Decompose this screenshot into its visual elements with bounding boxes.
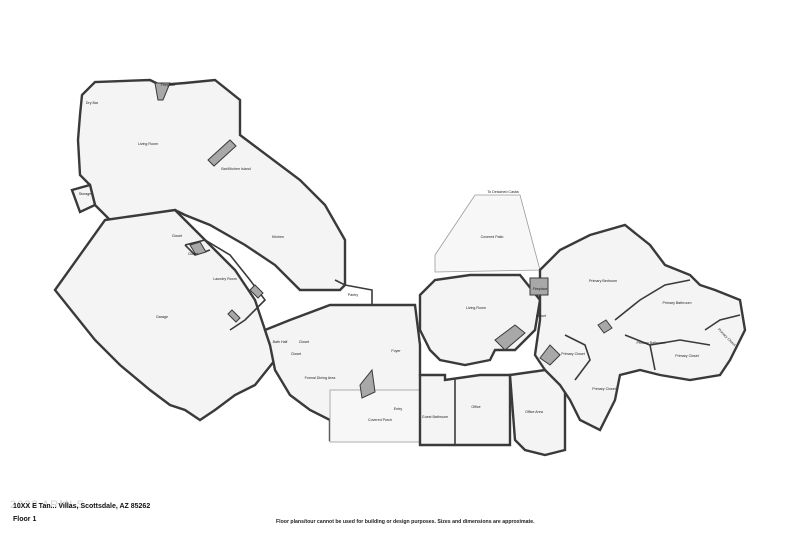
- label-living-room-1: Living Room: [138, 142, 158, 146]
- guest-bath-office-outline: [418, 373, 512, 447]
- primary-closet-wall-4: [624, 334, 711, 346]
- label-kitchen-island: Bar/Kitchen Island: [221, 167, 250, 171]
- primary-bath-counter: [597, 319, 613, 334]
- label-pantry: Pantry: [348, 293, 359, 297]
- garage-outline: [53, 208, 277, 422]
- label-storage: Storage: [79, 192, 92, 196]
- label-closet-3: Closet: [299, 340, 309, 344]
- primary-closet-wall: [564, 334, 591, 381]
- label-primary-closet-2: Primary Closet: [592, 387, 616, 391]
- label-primary-closet-1: Primary Closet: [561, 352, 585, 356]
- label-foyer: Foyer: [391, 349, 401, 353]
- primary-bath-wall: [614, 279, 691, 321]
- label-guest-bathroom: Guest Bathroom: [422, 415, 448, 419]
- label-primary-closet-3: Primary Closet: [675, 354, 699, 358]
- label-closet-2: Closet: [188, 252, 198, 256]
- disclaimer-text: Floor plans/tour cannot be used for buil…: [276, 519, 535, 525]
- closet-counter: [189, 241, 207, 256]
- primary-counter: [539, 344, 561, 366]
- label-bath-half: Bath Half: [273, 340, 288, 344]
- label-primary-bedroom: Primary Bedroom: [589, 279, 617, 283]
- primary-closet-wall-2: [649, 344, 656, 371]
- label-fireplace-2: Fireplace: [533, 287, 548, 291]
- label-office: Office: [471, 405, 480, 409]
- label-primary-bathroom-2: Primary Bathroom: [637, 341, 666, 345]
- label-laundry-room: Laundry Room: [213, 277, 237, 281]
- label-kitchen: Kitchen: [272, 235, 284, 239]
- label-entry: Entry: [394, 407, 403, 411]
- watermark: 2023 ARMLS: [10, 499, 85, 511]
- label-garage: Garage: [156, 315, 168, 319]
- primary-suite-outline: [533, 223, 747, 432]
- label-office-area: Office Area: [525, 410, 543, 414]
- label-formal-dining: Formal Dining Area: [305, 376, 336, 380]
- label-closet-4: Closet: [291, 352, 301, 356]
- label-fireplace-1: Fireplace: [161, 83, 176, 87]
- entry-counter: [359, 368, 376, 399]
- label-closet-5: Closet: [536, 314, 546, 318]
- covered-porch-area: [329, 389, 421, 443]
- label-dry-bar: Dry Bar: [86, 101, 99, 105]
- label-closet-1: Closet: [172, 234, 182, 238]
- living-fireplace: [494, 324, 526, 351]
- label-living-room-2: Living Room: [466, 306, 486, 310]
- label-covered-patio: Covered Patio: [481, 235, 504, 239]
- fireplace-east: [529, 277, 549, 296]
- primary-closet-wall-3: [704, 314, 741, 331]
- fireplace-west-outline: [70, 183, 97, 214]
- central-living-outline: [418, 273, 542, 367]
- label-primary-bathroom-1: Primary Bathroom: [663, 301, 692, 305]
- label-covered-porch: Covered Porch: [368, 418, 392, 422]
- label-to-detached-casita: To Detached Casita: [487, 190, 518, 194]
- covered-patio-area: [434, 194, 541, 273]
- property-address: 10XX E Tan... Villas, Scottsdale, AZ 852…: [13, 503, 151, 510]
- garage-counter: [227, 309, 241, 323]
- floor-label: Floor 1: [13, 516, 37, 523]
- fireplace-west: [154, 82, 171, 101]
- kitchen-island-counter: [207, 139, 237, 167]
- laundry-counter: [249, 284, 264, 299]
